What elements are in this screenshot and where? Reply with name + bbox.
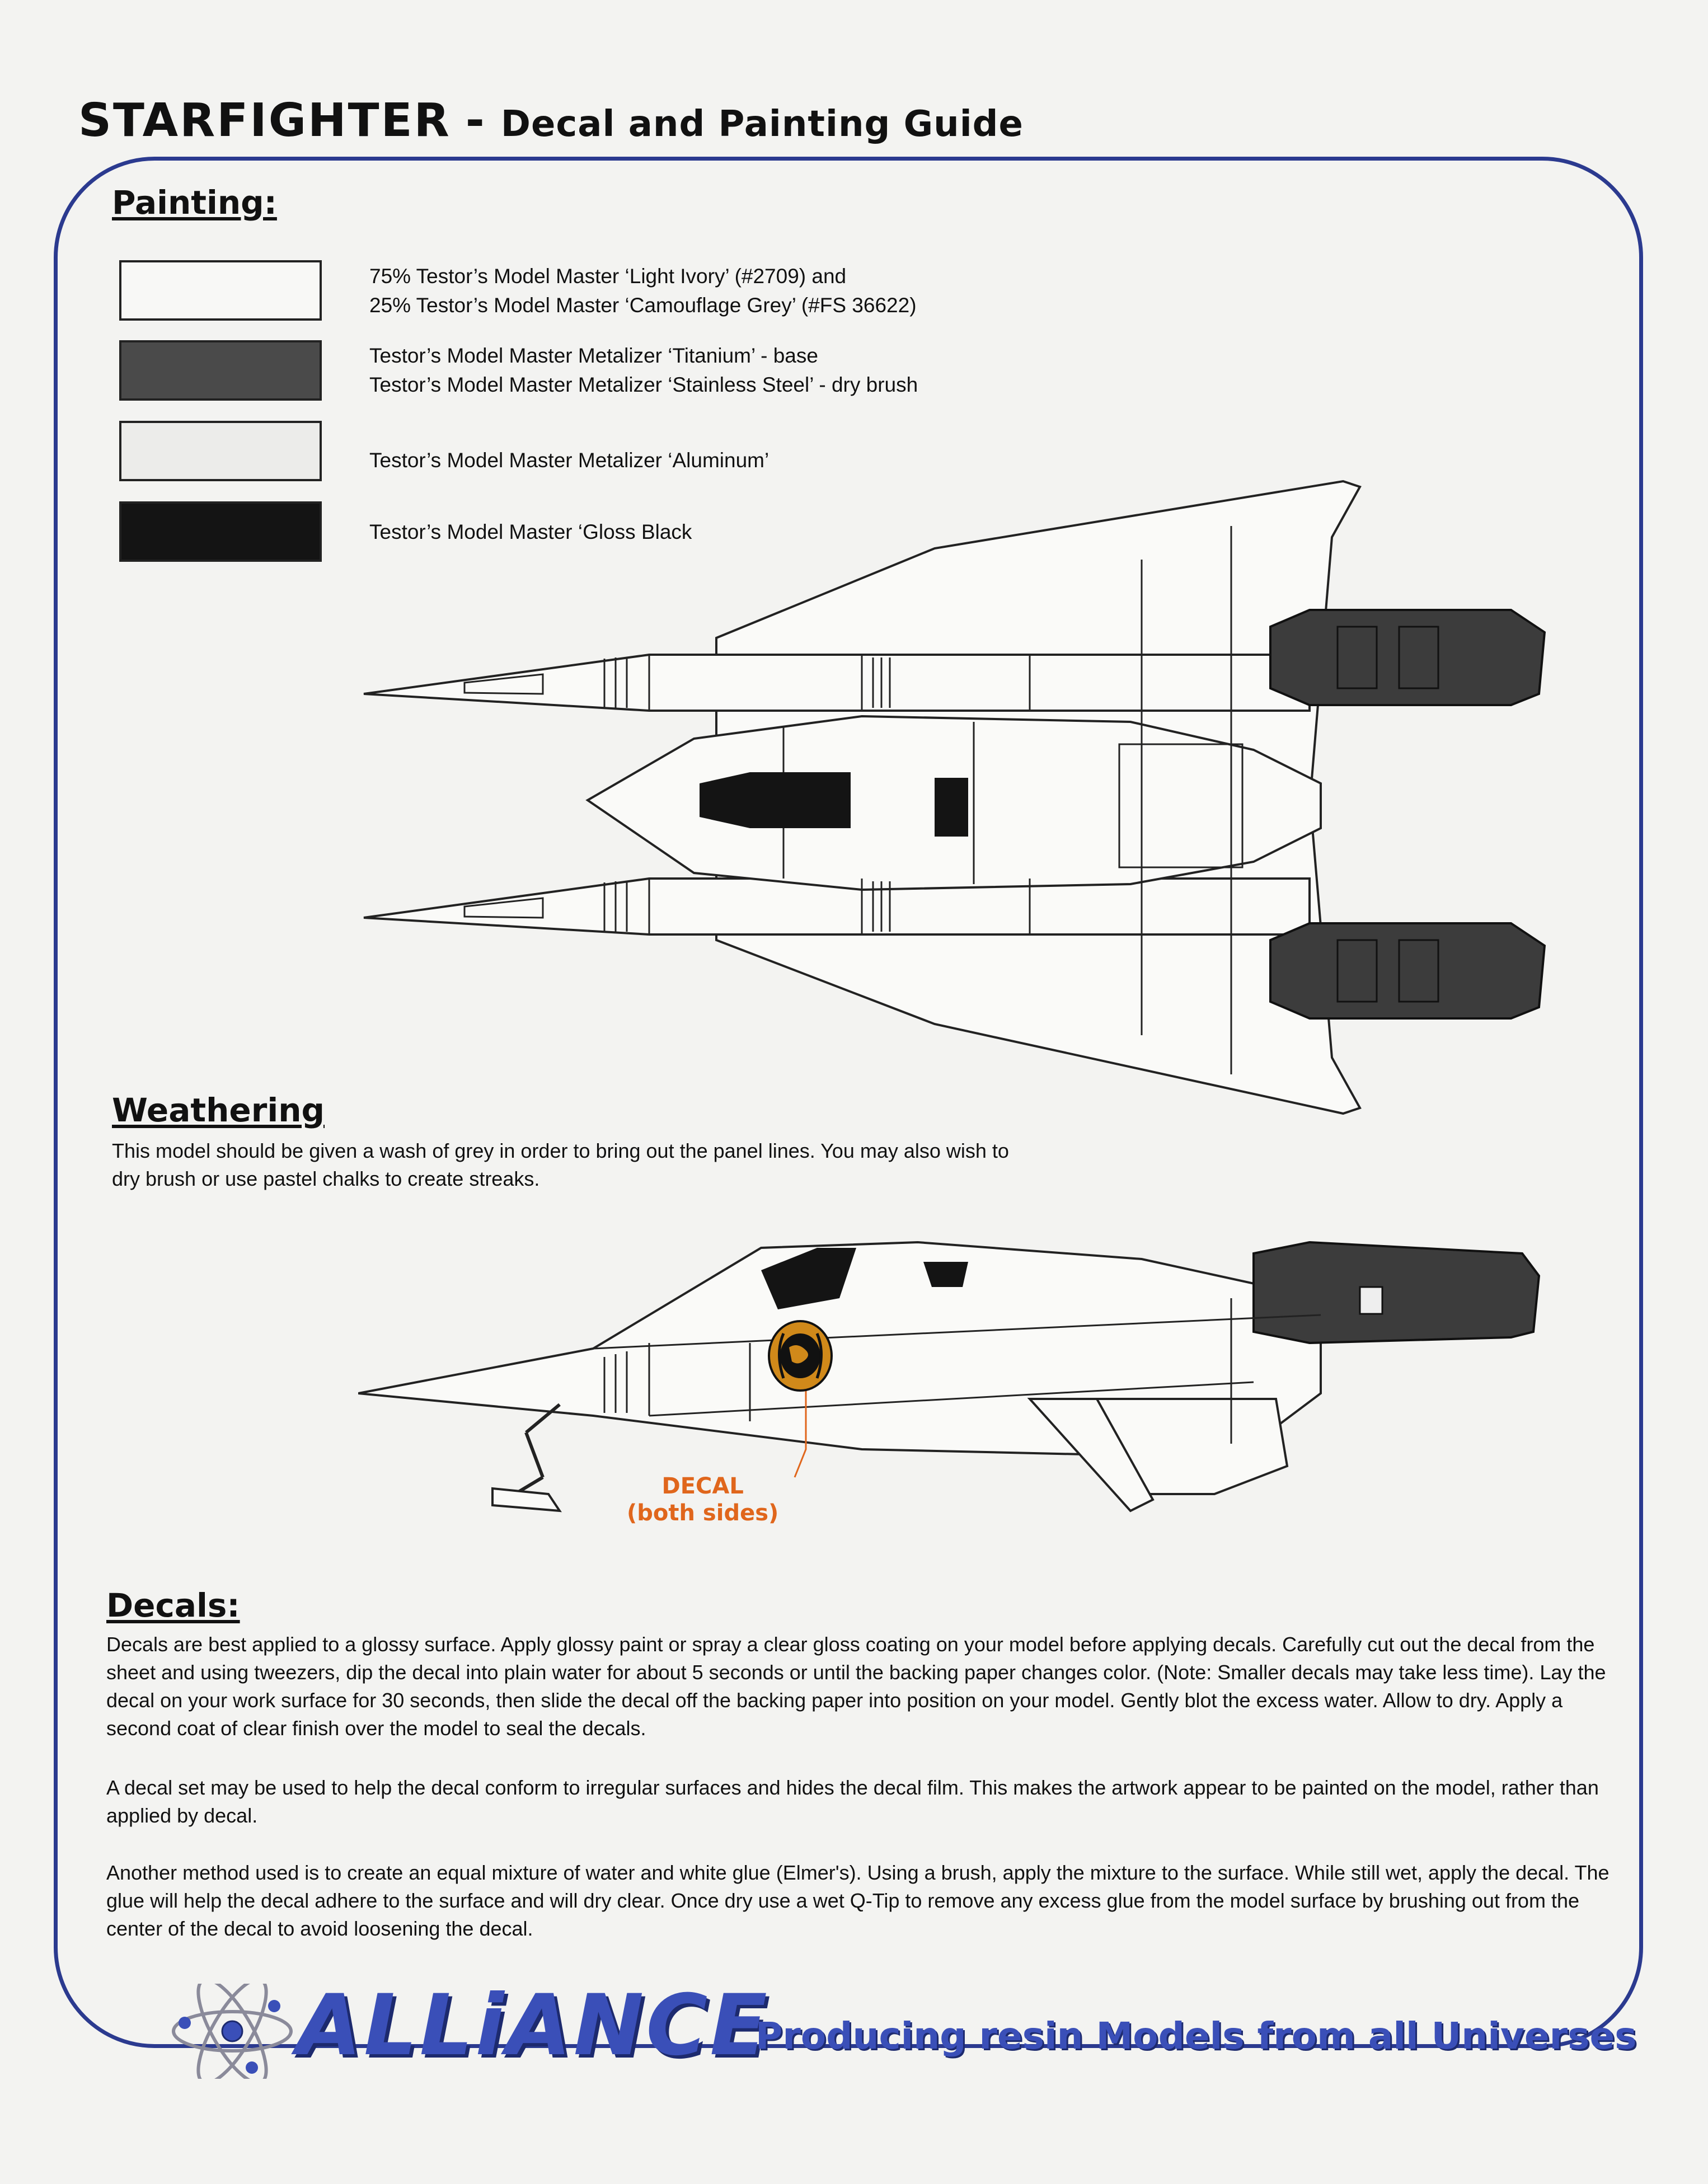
title-dash: - [465,94,486,147]
weathering-text: This model should be given a wash of gre… [112,1139,1009,1190]
starfighter-top-view [363,480,1546,1115]
weathering-heading: Weathering [112,1091,325,1129]
paint-label-4-line-1: Testor’s Model Master ‘Gloss Black [369,520,692,543]
decals-paragraph-1: Decals are best applied to a glossy surf… [106,1633,1606,1740]
paint-label-2: Testor’s Model Master Metalizer ‘Titaniu… [369,341,918,400]
painting-heading: Painting: [112,184,277,222]
footer-tagline: Producing resin Models from all Universe… [756,2014,1637,2058]
globe-laurel-insignia-icon [768,1320,833,1392]
page-frame [54,157,1643,2048]
paint-label-1-line-2: 25% Testor’s Model Master ‘Camouflage Gr… [369,294,917,317]
swatch-titanium [119,340,322,401]
paint-label-3: Testor’s Model Master Metalizer ‘Aluminu… [369,446,769,475]
paint-label-3-line-1: Testor’s Model Master Metalizer ‘Aluminu… [369,449,769,472]
title-subtitle: Decal and Painting Guide [500,104,1024,145]
paint-label-1: 75% Testor’s Model Master ‘Light Ivory’ … [369,262,917,320]
decal-callout-line-1: DECAL [661,1473,744,1499]
decals-paragraph-2: A decal set may be used to help the deca… [106,1776,1599,1827]
swatch-light-ivory [119,260,322,321]
page-title: STARFIGHTER-Decal and Painting Guide [78,94,1024,147]
decal-callout-line-2: (both sides) [627,1500,779,1526]
alliance-logo: ALLiANCE [297,1977,769,2074]
paint-label-1-line-1: 75% Testor’s Model Master ‘Light Ivory’ … [369,265,847,288]
swatch-aluminum [119,421,322,481]
paint-label-2-line-1: Testor’s Model Master Metalizer ‘Titaniu… [369,344,818,367]
paint-label-2-line-2: Testor’s Model Master Metalizer ‘Stainle… [369,373,918,396]
decal-callout: DECAL (both sides) [627,1473,778,1527]
title-main: STARFIGHTER [78,94,451,147]
swatch-gloss-black [119,501,322,562]
starfighter-side-view [358,1241,1541,1513]
paint-label-4: Testor’s Model Master ‘Gloss Black [369,518,692,547]
atom-icon [172,1984,293,2079]
decals-heading: Decals: [106,1586,240,1624]
decals-paragraph-3: Another method used is to create an equa… [106,1861,1610,1940]
